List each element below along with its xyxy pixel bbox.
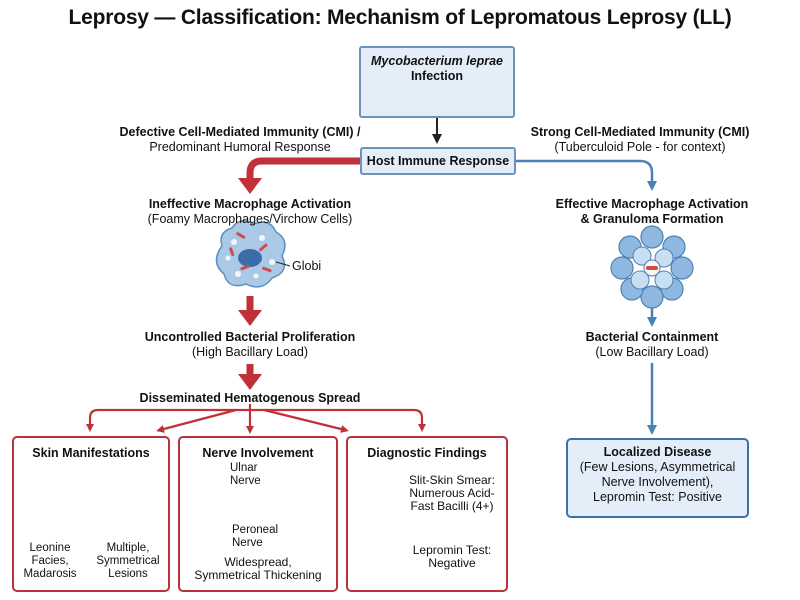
ll-macrophage-sub: (Foamy Macrophages/Virchow Cells) (147, 212, 353, 226)
right-branch-line2: (Tuberculoid Pole - for context) (554, 140, 726, 154)
arrow-spread-to-diag-diag (263, 408, 349, 433)
peroneal-nerve-label: Peroneal Nerve (232, 524, 292, 550)
right-branch-label: Strong Cell-Mediated Immunity (CMI) (Tub… (510, 125, 770, 155)
face-line1: Leonine (29, 542, 71, 554)
left-branch-label: Defective Cell-Mediated Immunity (CMI) /… (100, 125, 380, 155)
nerve-caption-line2: Symmetrical Thickening (194, 568, 322, 582)
peroneal-line1: Peroneal (232, 524, 279, 536)
nerve-panel-title: Nerve Involvement (202, 446, 314, 460)
page-title: Leprosy — Classification: Mechanism of L… (68, 6, 732, 29)
peroneal-line2: Nerve (232, 537, 263, 549)
ulnar-line1: Ulnar (230, 462, 258, 474)
nerve-caption-line1: Widespread, (224, 555, 292, 569)
localized-disease-node: Localized Disease (Few Lesions, Asymmetr… (566, 438, 749, 518)
arrow-host-to-ll (246, 157, 360, 180)
ll-proliferation-sub: (High Bacillary Load) (191, 345, 309, 359)
ulnar-line2: Nerve (230, 475, 261, 487)
ll-proliferation-label: Uncontrolled Bacterial Proliferation (Hi… (110, 330, 390, 360)
lepromin-line2: Negative (428, 556, 476, 570)
leonine-facies-label: Leonine Facies, Madarosis (16, 542, 84, 581)
smear-line1: Slit-Skin Smear: (408, 473, 496, 487)
globi-label: Globi (292, 259, 322, 273)
lesion-line1: Multiple, (106, 542, 150, 554)
arrowhead-host-to-ll (238, 178, 262, 194)
lepromin-label: Lepromin Test: Negative (404, 544, 500, 570)
right-branch-line1: Strong Cell-Mediated Immunity (CMI) (530, 125, 750, 139)
skin-panel-title: Skin Manifestations (32, 446, 150, 460)
tt-containment-label: Bacterial Containment (Low Bacillary Loa… (542, 330, 762, 360)
lesion-line2: Symmetrical (96, 555, 160, 567)
arrow-spread-to-diagnostic (250, 408, 426, 432)
localized-title: Localized Disease (603, 445, 712, 459)
infection-node: Mycobacterium leprae Infection (359, 46, 515, 118)
smear-label: Slit-Skin Smear: Numerous Acid- Fast Bac… (400, 474, 504, 513)
tt-macrophage-label: Effective Macrophage Activation & Granul… (532, 197, 772, 227)
infection-label: Infection (410, 69, 464, 83)
localized-line2: Nerve Involvement), (601, 475, 714, 489)
lesion-line3: Lesions (108, 568, 148, 580)
ulnar-nerve-label: Ulnar Nerve (230, 462, 270, 488)
left-branch-line2: Predominant Humoral Response (149, 140, 331, 154)
tt-containment-sub: (Low Bacillary Load) (595, 345, 709, 359)
arrow-spread-to-skin-diag (156, 408, 237, 433)
localized-line3: Lepromin Test: Positive (593, 490, 722, 504)
nerve-caption: Widespread, Symmetrical Thickening (180, 556, 336, 582)
tt-macrophage-line2: & Granuloma Formation (580, 212, 724, 226)
diagnostic-panel-title: Diagnostic Findings (367, 446, 487, 460)
skin-manifestations-panel: Skin Manifestations (12, 436, 170, 592)
diagnostic-findings-panel: Diagnostic Findings (346, 436, 508, 592)
arrowhead-proliferation-to-spread (238, 374, 262, 390)
nerve-involvement-panel: Nerve Involvement (178, 436, 338, 592)
ll-proliferation-title: Uncontrolled Bacterial Proliferation (144, 330, 356, 344)
localized-line1: (Few Lesions, Asymmetrical (579, 460, 736, 474)
ll-macrophage-label: Ineffective Macrophage Activation (Foamy… (120, 197, 380, 227)
ll-macrophage-title: Ineffective Macrophage Activation (148, 197, 352, 211)
smear-line3: Fast Bacilli (4+) (410, 499, 494, 513)
ll-spread-title: Disseminated Hematogenous Spread (139, 391, 361, 405)
face-line2: Facies, (31, 555, 69, 567)
symmetrical-lesions-label: Multiple, Symmetrical Lesions (88, 542, 168, 581)
smear-line2: Numerous Acid- (409, 486, 495, 500)
infection-organism: Mycobacterium leprae (371, 54, 503, 68)
arrow-host-to-tt (516, 159, 657, 191)
tt-macrophage-line1: Effective Macrophage Activation (555, 197, 749, 211)
arrowhead-macrophage-to-proliferation (238, 310, 262, 326)
lepromin-line1: Lepromin Test: (412, 543, 492, 557)
face-line3: Madarosis (23, 568, 77, 580)
left-branch-line1: Defective Cell-Mediated Immunity (CMI) / (119, 125, 361, 139)
granuloma-icon (610, 225, 694, 309)
tt-containment-title: Bacterial Containment (585, 330, 719, 344)
ll-spread-label: Disseminated Hematogenous Spread (110, 391, 390, 406)
host-response-node: Host Immune Response (360, 147, 516, 175)
arrow-spread-to-skin (86, 404, 252, 432)
foamy-macrophage-icon (215, 220, 291, 288)
